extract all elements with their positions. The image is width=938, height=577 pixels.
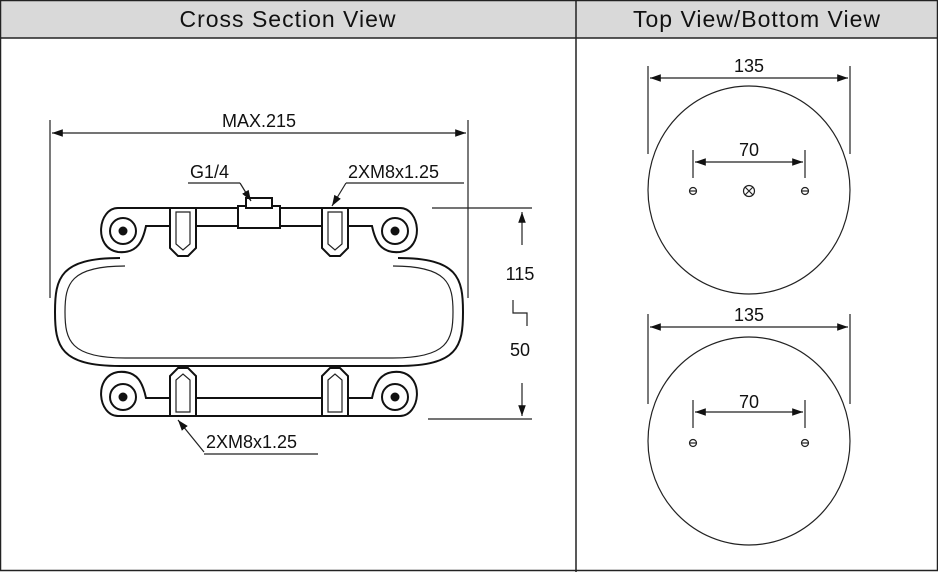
top-left-stud (169, 207, 197, 257)
bottom-left-stud (169, 367, 197, 417)
bottom-right-stud (321, 367, 349, 417)
bottom-left-stud-bore (175, 373, 191, 413)
header-band (0, 0, 938, 38)
bottom-right-stud-bore (327, 373, 343, 413)
bellows-outline (53, 257, 465, 367)
top-view-air-inlet (742, 184, 756, 198)
bottom-view-bolt-hole-left (688, 438, 698, 448)
air-inlet-port (237, 205, 281, 229)
top-right-stud-bore (327, 211, 343, 251)
top-bolt-callout-leader (331, 182, 347, 207)
height-dimension: 115 50 (428, 207, 535, 420)
bottom-bolt-callout: 2XM8x1.25 (177, 419, 318, 455)
min-height-label: 50 (510, 340, 530, 360)
bottom-view-diameter-label: 135 (734, 305, 764, 325)
top-right-bead-core (390, 226, 400, 236)
bottom-view-bolt-hole-right (800, 438, 810, 448)
bottom-bolt-callout-leader (177, 419, 205, 453)
top-left-bead-core (118, 226, 128, 236)
bottom-bead-plate (100, 370, 418, 417)
max-height-label: 115 (506, 264, 535, 284)
top-view-diameter-label: 135 (734, 56, 764, 76)
port-callout: G1/4 (188, 162, 252, 202)
top-left-stud-bore (175, 211, 191, 251)
bottom-view-spacing-label: 70 (739, 392, 759, 412)
top-bolt-callout: 2XM8x1.25 (331, 162, 464, 207)
air-inlet-port-thread (245, 197, 273, 209)
bottom-view: 135 70 (647, 305, 851, 546)
top-bottom-view-title: Top View/Bottom View (633, 6, 881, 32)
max-width-label: MAX.215 (222, 111, 296, 131)
top-view-bolt-hole-left (688, 186, 698, 196)
port-callout-leader (239, 182, 252, 202)
top-view-bolt-hole-right (800, 186, 810, 196)
air-spring-cross-section (53, 197, 465, 417)
top-right-stud (321, 207, 349, 257)
height-range-symbol (512, 300, 528, 326)
top-view: 135 70 (647, 56, 851, 295)
top-view-outline (647, 85, 851, 295)
cross-section-title: Cross Section View (180, 6, 397, 32)
bottom-view-outline (647, 336, 851, 546)
bottom-bolt-label: 2XM8x1.25 (206, 432, 297, 452)
bellows-inner-wall (64, 265, 454, 359)
bottom-right-bead-core (390, 392, 400, 402)
bottom-left-bead-core (118, 392, 128, 402)
top-view-air-inlet-cross (744, 186, 754, 196)
top-view-spacing-label: 70 (739, 140, 759, 160)
max-width-dimension: MAX.215 (49, 111, 469, 298)
top-bolt-label: 2XM8x1.25 (348, 162, 439, 182)
port-label: G1/4 (190, 162, 229, 182)
